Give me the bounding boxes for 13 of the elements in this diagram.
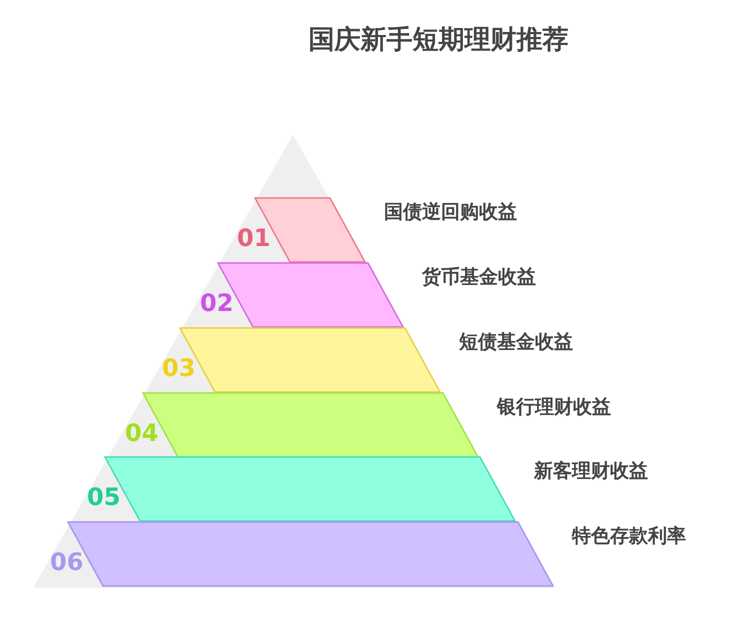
level-number: 02: [200, 289, 234, 317]
level-number: 04: [125, 419, 158, 447]
level-label: 短债基金收益: [459, 330, 573, 354]
level-number: 03: [162, 354, 196, 382]
level-number: 01: [237, 224, 270, 252]
title: 国庆新手短期理财推荐: [308, 24, 570, 57]
level-label: 特色存款利率: [572, 524, 686, 548]
level-label: 银行理财收益: [497, 395, 611, 419]
level-label: 国债逆回购收益: [384, 200, 517, 224]
level-label: 货币基金收益: [422, 265, 536, 289]
level-label: 新客理财收益: [534, 459, 648, 483]
level-number: 05: [87, 483, 120, 511]
level-number: 06: [50, 548, 84, 576]
